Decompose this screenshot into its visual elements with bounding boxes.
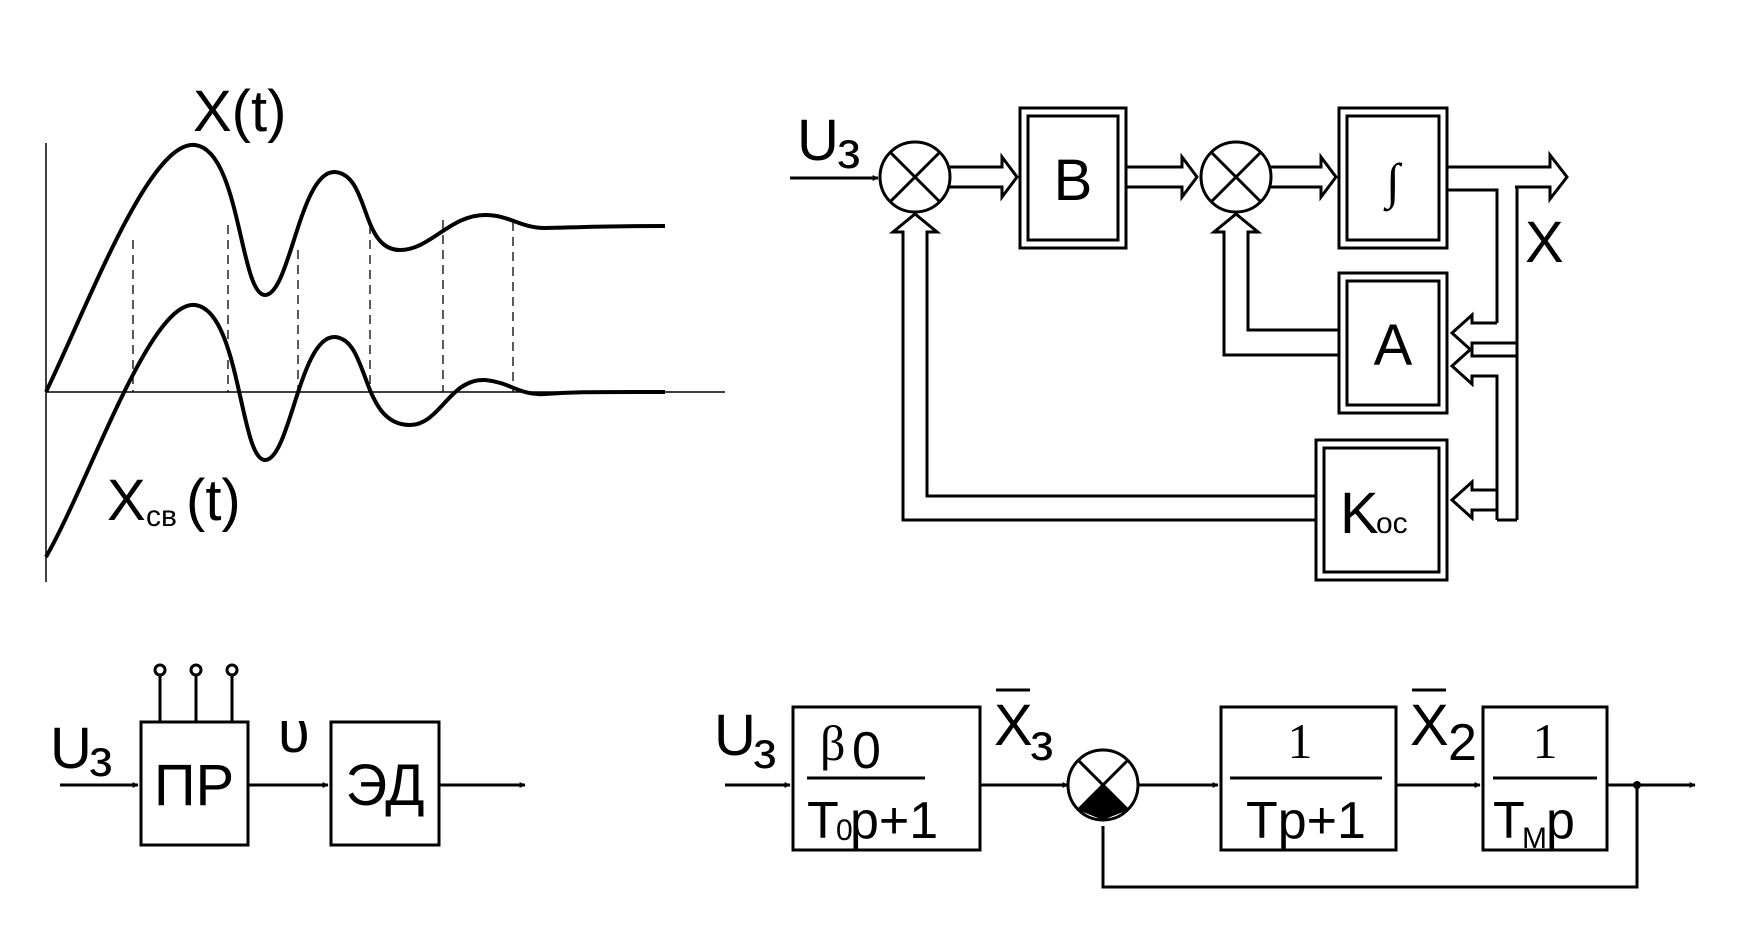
svg-text:з: з bbox=[1030, 714, 1054, 772]
svg-text:T: T bbox=[807, 792, 839, 850]
svg-text:T: T bbox=[1493, 792, 1525, 850]
label-uz-bl: U з bbox=[50, 716, 113, 788]
vector-arrow-into-koc bbox=[1449, 478, 1517, 522]
svg-text:X: X bbox=[994, 693, 1033, 758]
svg-text:2: 2 bbox=[1448, 714, 1477, 772]
label-xsv-of-t: X св (t) bbox=[107, 468, 241, 533]
block-pr: ПР bbox=[139, 720, 250, 847]
svg-text:M: M bbox=[1522, 822, 1547, 855]
label-uz-top: U з bbox=[797, 108, 861, 180]
svg-text:p: p bbox=[1546, 792, 1575, 850]
svg-text:з: з bbox=[753, 722, 777, 780]
svg-text:∫: ∫ bbox=[1383, 153, 1403, 212]
svg-text:X: X bbox=[107, 468, 146, 533]
block-ed: ЭД bbox=[329, 720, 441, 847]
svg-text:0: 0 bbox=[836, 814, 853, 847]
block-lag: 1 Tp+1 bbox=[1219, 705, 1398, 852]
transfer-function-diagram: U з β 0 T 0 p+1 X з bbox=[714, 688, 1696, 889]
pickoff-to-a-upper bbox=[1447, 188, 1499, 323]
svg-text:B: B bbox=[1054, 148, 1093, 213]
curve-x-of-t bbox=[44, 142, 666, 393]
summing-junction-2 bbox=[1199, 140, 1273, 214]
svg-text:K: K bbox=[1340, 481, 1379, 546]
svg-text:1: 1 bbox=[1533, 713, 1558, 769]
vector-arrow-b-to-sum2 bbox=[1126, 152, 1199, 202]
svg-text:U: U bbox=[50, 716, 92, 781]
structural-diagram-top: U з B bbox=[790, 106, 1569, 582]
vector-arrow-sum1-to-b bbox=[950, 152, 1019, 202]
feedback-loop-br bbox=[1101, 785, 1639, 889]
svg-text:(t): (t) bbox=[186, 468, 241, 533]
label-x2: X 2 bbox=[1410, 688, 1477, 772]
summing-junction-br bbox=[1066, 748, 1140, 822]
svg-text:Tp+1: Tp+1 bbox=[1246, 792, 1366, 850]
label-uz-br: U з bbox=[714, 703, 777, 780]
vector-feedback-koc-to-sum1 bbox=[888, 212, 1316, 522]
svg-text:1: 1 bbox=[1288, 713, 1313, 769]
vector-output-arrow bbox=[1447, 150, 1569, 204]
label-output-x: X bbox=[1525, 210, 1564, 275]
svg-text:X: X bbox=[1410, 693, 1449, 758]
vector-arrow-into-a bbox=[1449, 311, 1517, 520]
label-x-of-t: X(t) bbox=[193, 79, 286, 144]
svg-text:ЭД: ЭД bbox=[345, 753, 424, 818]
svg-text:β: β bbox=[820, 715, 845, 771]
block-prefilter: β 0 T 0 p+1 bbox=[791, 705, 982, 852]
vector-arrow-sum2-to-integrator bbox=[1271, 152, 1338, 202]
block-a: A bbox=[1337, 271, 1449, 415]
svg-text:0: 0 bbox=[852, 722, 881, 780]
svg-text:U: U bbox=[714, 703, 756, 768]
graph-dashed-guides bbox=[132, 220, 514, 392]
block-b: B bbox=[1018, 106, 1128, 250]
vector-feedback-a-to-sum2 bbox=[1209, 212, 1339, 357]
svg-text:св: св bbox=[146, 500, 177, 533]
svg-text:A: A bbox=[1374, 313, 1413, 378]
converter-motor-diagram: U з ПР υ ЭД bbox=[50, 663, 526, 847]
svg-text:з: з bbox=[89, 730, 113, 788]
svg-text:ос: ос bbox=[1376, 507, 1408, 540]
transient-response-graph: X(t) X св (t) bbox=[44, 79, 725, 582]
svg-text:U: U bbox=[797, 108, 839, 173]
block-koc: K ос bbox=[1314, 438, 1449, 582]
power-terminals bbox=[153, 663, 239, 722]
svg-text:з: з bbox=[837, 122, 861, 180]
label-signal-upsilon: υ bbox=[278, 700, 310, 765]
svg-text:ПР: ПР bbox=[154, 753, 234, 818]
summing-junction-1 bbox=[878, 140, 952, 214]
curve-xsv-of-t bbox=[44, 302, 666, 558]
block-integrator-tm: 1 T M p bbox=[1481, 705, 1609, 855]
block-integrator: ∫ bbox=[1337, 106, 1449, 250]
svg-text:p+1: p+1 bbox=[850, 792, 938, 850]
label-x3: X з bbox=[994, 688, 1054, 772]
